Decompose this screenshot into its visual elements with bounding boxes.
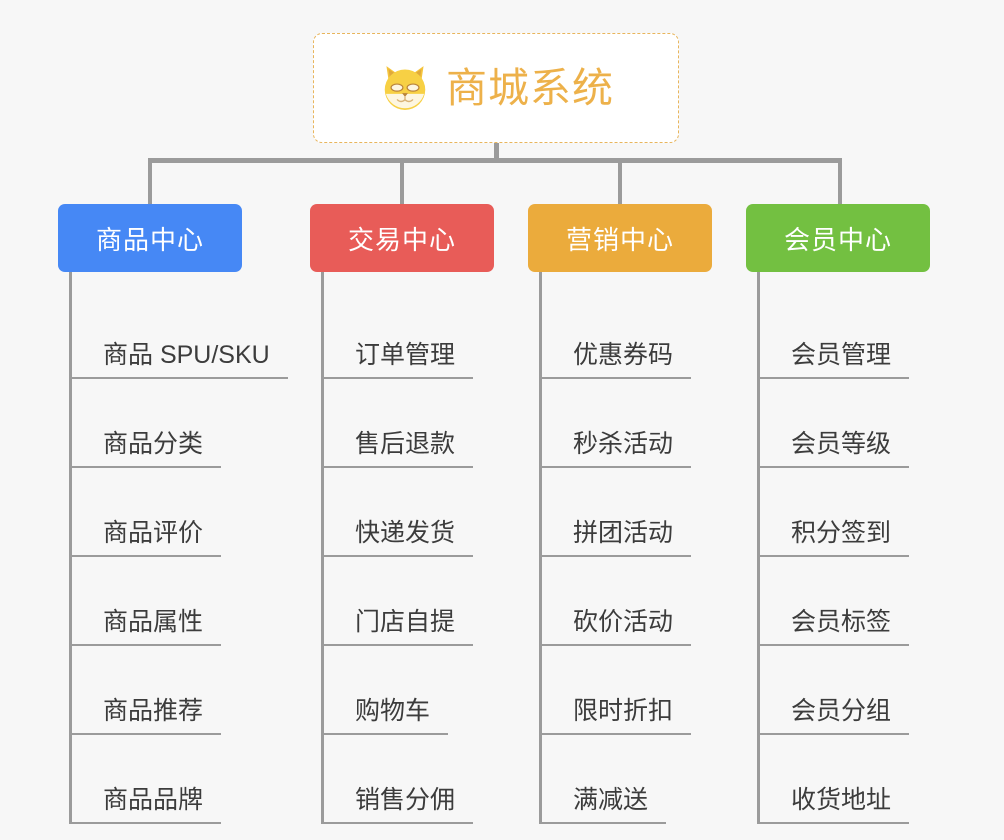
branch-label: 交易中心 — [347, 224, 456, 255]
list-item[interactable]: 秒杀活动 — [528, 379, 712, 468]
leaf-label: 优惠券码 — [539, 340, 692, 379]
leaf-label: 商品分类 — [69, 429, 222, 468]
root-title: 商城系统 — [446, 64, 614, 111]
branch-label: 商品中心 — [95, 224, 204, 255]
leaf-label: 秒杀活动 — [539, 429, 692, 468]
list-item[interactable]: 会员分组 — [746, 646, 930, 735]
list-item[interactable]: 拼团活动 — [528, 468, 712, 557]
list-item[interactable]: 商品推荐 — [58, 646, 242, 735]
branch-header[interactable]: 商品中心 — [58, 204, 242, 272]
connector-drop-3 — [618, 158, 622, 206]
list-item[interactable]: 商品分类 — [58, 379, 242, 468]
leaf-label: 会员等级 — [757, 429, 910, 468]
leaf-label: 会员分组 — [757, 696, 910, 735]
list-item[interactable]: 会员等级 — [746, 379, 930, 468]
branch-label: 营销中心 — [565, 224, 674, 255]
list-item[interactable]: 限时折扣 — [528, 646, 712, 735]
leaf-label: 商品属性 — [69, 607, 222, 646]
list-item[interactable]: 商品品牌 — [58, 735, 242, 824]
shiba-dog-face-icon — [378, 61, 432, 115]
list-item[interactable]: 优惠券码 — [528, 290, 712, 379]
leaf-label: 售后退款 — [321, 429, 474, 468]
list-item[interactable]: 商品属性 — [58, 557, 242, 646]
list-item[interactable]: 快递发货 — [310, 468, 494, 557]
branch-trade-center: 交易中心 订单管理 售后退款 快递发货 门店自提 购物车 销售分佣 — [310, 204, 494, 824]
list-item[interactable]: 收货地址 — [746, 735, 930, 824]
leaf-list: 优惠券码 秒杀活动 拼团活动 砍价活动 限时折扣 满减送 — [528, 272, 712, 824]
leaf-list: 订单管理 售后退款 快递发货 门店自提 购物车 销售分佣 — [310, 272, 494, 824]
connector-drop-2 — [400, 158, 404, 206]
branch-product-center: 商品中心 商品 SPU/SKU 商品分类 商品评价 商品属性 商品推荐 商品品牌 — [58, 204, 288, 824]
branch-member-center: 会员中心 会员管理 会员等级 积分签到 会员标签 会员分组 收货地址 — [746, 204, 930, 824]
root-node[interactable]: 商城系统 — [313, 33, 679, 143]
leaf-label: 商品 SPU/SKU — [69, 340, 288, 379]
list-item[interactable]: 订单管理 — [310, 290, 494, 379]
leaf-label: 商品推荐 — [69, 696, 222, 735]
list-item[interactable]: 满减送 — [528, 735, 712, 824]
leaf-list: 会员管理 会员等级 积分签到 会员标签 会员分组 收货地址 — [746, 272, 930, 824]
leaf-label: 收货地址 — [757, 785, 910, 824]
list-item[interactable]: 会员标签 — [746, 557, 930, 646]
leaf-label: 砍价活动 — [539, 607, 692, 646]
branch-marketing-center: 营销中心 优惠券码 秒杀活动 拼团活动 砍价活动 限时折扣 满减送 — [528, 204, 712, 824]
leaf-spine — [321, 272, 324, 824]
list-item[interactable]: 砍价活动 — [528, 557, 712, 646]
leaf-label: 商品评价 — [69, 518, 222, 557]
leaf-label: 门店自提 — [321, 607, 474, 646]
connector-drop-4 — [838, 158, 842, 206]
list-item[interactable]: 销售分佣 — [310, 735, 494, 824]
branch-header[interactable]: 交易中心 — [310, 204, 494, 272]
leaf-spine — [757, 272, 760, 824]
leaf-label: 购物车 — [321, 696, 449, 735]
leaf-label: 商品品牌 — [69, 785, 222, 824]
leaf-label: 拼团活动 — [539, 518, 692, 557]
list-item[interactable]: 积分签到 — [746, 468, 930, 557]
leaf-spine — [539, 272, 542, 824]
leaf-label: 订单管理 — [321, 340, 474, 379]
list-item[interactable]: 会员管理 — [746, 290, 930, 379]
connector-horizontal-bus — [149, 158, 842, 163]
leaf-label: 会员管理 — [757, 340, 910, 379]
leaf-list: 商品 SPU/SKU 商品分类 商品评价 商品属性 商品推荐 商品品牌 — [58, 272, 288, 824]
connector-root-stem — [494, 143, 499, 162]
leaf-label: 限时折扣 — [539, 696, 692, 735]
leaf-spine — [69, 272, 72, 824]
leaf-label: 积分签到 — [757, 518, 910, 557]
leaf-label: 快递发货 — [321, 518, 474, 557]
list-item[interactable]: 商品评价 — [58, 468, 242, 557]
leaf-label: 销售分佣 — [321, 785, 474, 824]
list-item[interactable]: 购物车 — [310, 646, 494, 735]
list-item[interactable]: 售后退款 — [310, 379, 494, 468]
branch-label: 会员中心 — [783, 224, 892, 255]
branch-header[interactable]: 营销中心 — [528, 204, 712, 272]
list-item[interactable]: 商品 SPU/SKU — [58, 290, 288, 379]
leaf-label: 满减送 — [539, 785, 667, 824]
branch-header[interactable]: 会员中心 — [746, 204, 930, 272]
leaf-label: 会员标签 — [757, 607, 910, 646]
connector-drop-1 — [148, 158, 152, 206]
list-item[interactable]: 门店自提 — [310, 557, 494, 646]
